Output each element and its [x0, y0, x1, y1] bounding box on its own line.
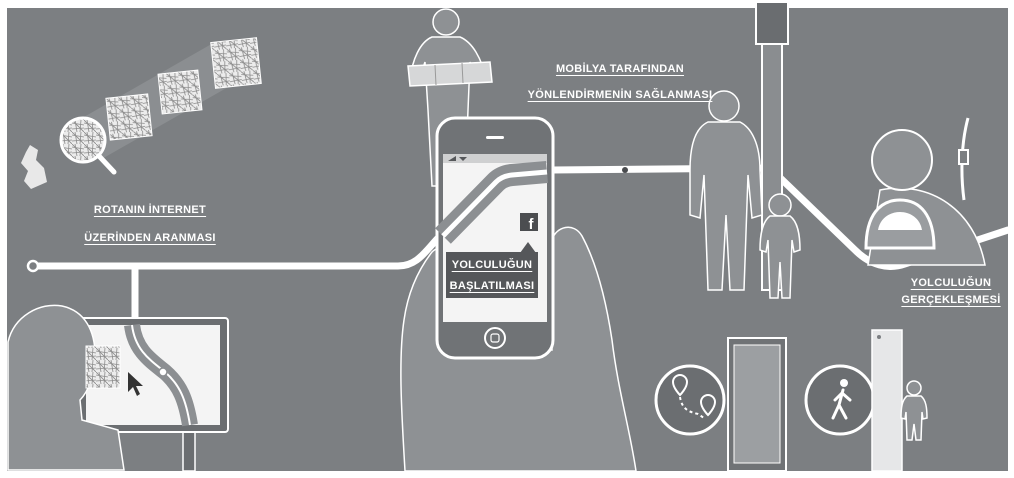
hand-strap-grip	[959, 150, 968, 164]
desktop-scene	[8, 305, 228, 471]
furniture-top-box	[756, 2, 788, 44]
route-waypoint	[622, 167, 628, 173]
kiosk-slab-1-face	[734, 345, 780, 463]
journey-start-label-line1: YOLCULUĞUN	[442, 259, 542, 272]
child-head	[769, 194, 791, 216]
man-head	[433, 9, 459, 35]
passenger-head	[872, 130, 932, 190]
map-tile-1	[106, 94, 152, 140]
journey-start-label-line2: BAŞLATILMASI	[442, 280, 542, 293]
journey-realization-label-line1: YOLCULUĞUN	[891, 277, 1011, 290]
furniture-guidance-label-line2: YÖNLENDİRMENİN SAĞLANMASI	[520, 89, 720, 102]
furniture-guidance-label-line1: MOBİLYA TARAFINDAN	[520, 63, 720, 76]
monitor-stand	[183, 432, 195, 471]
route-search-label-line2: ÜZERİNDEN ARANMASI	[70, 232, 230, 245]
route-search-label-line1: ROTANIN İNTERNET	[70, 204, 230, 217]
map-tile-3	[211, 38, 262, 89]
phone-speaker	[486, 136, 504, 139]
screen-route-dot	[159, 368, 167, 376]
held-map-tile	[86, 346, 120, 388]
route-start-node	[28, 261, 38, 271]
journey-realization-label-line2: GERÇEKLEŞMESİ	[891, 294, 1011, 307]
facebook-icon: f	[520, 213, 538, 233]
kiosk-slab-2-sensor	[877, 335, 881, 339]
kiosk-slab-2	[872, 330, 902, 471]
map-tile-2	[158, 70, 202, 114]
paper-map	[408, 62, 492, 86]
phone-status-bar	[443, 154, 547, 163]
